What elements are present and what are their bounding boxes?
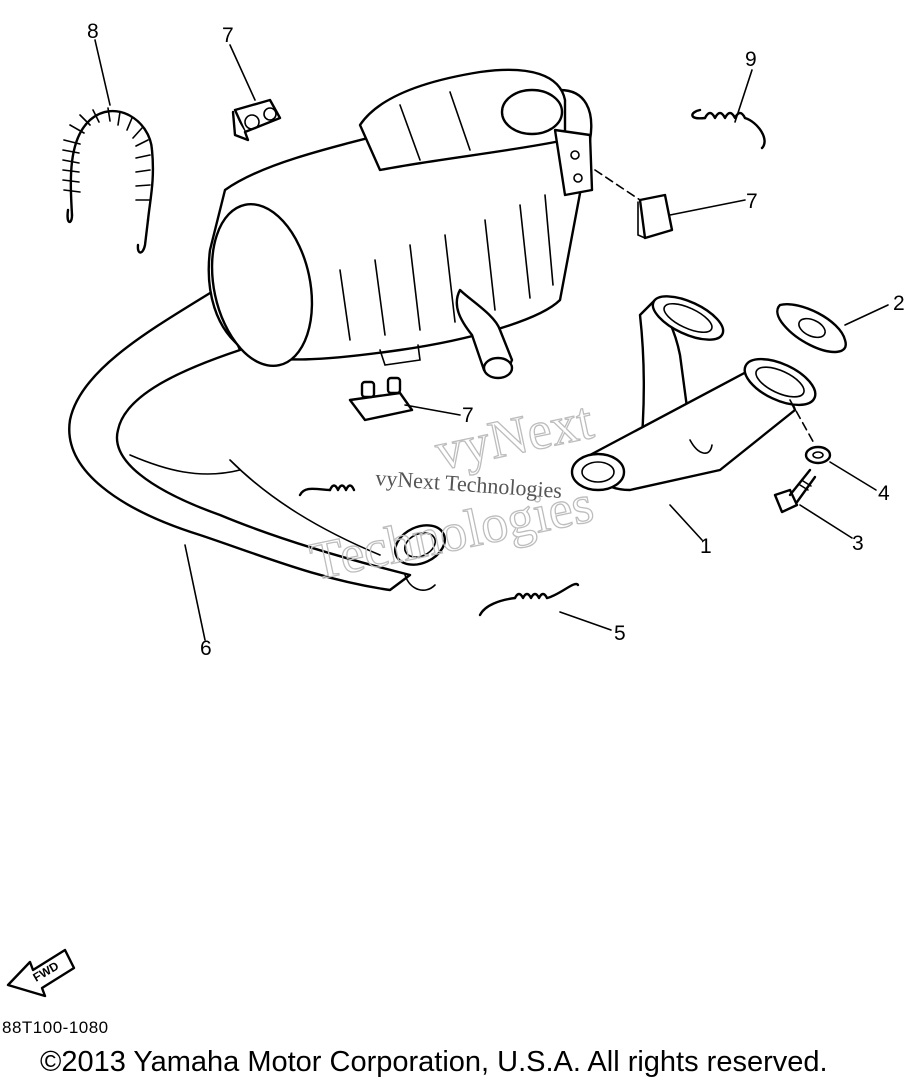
callout-3: 3 bbox=[852, 532, 864, 555]
copyright-notice: ©2013 Yamaha Motor Corporation, U.S.A. A… bbox=[40, 1046, 828, 1078]
callout-1: 1 bbox=[700, 535, 712, 558]
spring-part-5 bbox=[298, 484, 580, 617]
watermark: vyNext Technologies vyNext Technologies bbox=[304, 389, 599, 592]
diagram-part-code: 88T100-1080 bbox=[2, 1018, 109, 1037]
spring-part-8 bbox=[62, 107, 155, 254]
callout-7-top: 7 bbox=[222, 24, 234, 47]
leader-lines bbox=[94, 39, 889, 641]
callout-2: 2 bbox=[893, 292, 905, 315]
callout-7-bottom: 7 bbox=[462, 404, 474, 427]
washer-part-4 bbox=[804, 445, 832, 465]
bolt-part-3 bbox=[773, 468, 817, 514]
gasket-part-2 bbox=[776, 303, 847, 354]
muffler bbox=[207, 68, 594, 380]
damper-part-7 bbox=[231, 98, 674, 422]
callout-6: 6 bbox=[200, 637, 212, 660]
callout-9: 9 bbox=[745, 48, 757, 71]
callout-7-right: 7 bbox=[746, 190, 758, 213]
spring-part-9 bbox=[691, 108, 766, 150]
callout-5: 5 bbox=[614, 622, 626, 645]
callout-4: 4 bbox=[878, 482, 890, 505]
exhaust-joint-part-1 bbox=[570, 295, 817, 492]
forward-arrow-icon: FWD bbox=[6, 948, 76, 998]
exhaust-pipe-part-6 bbox=[68, 288, 446, 592]
callout-labels: 1 2 3 4 5 6 7 7 7 8 9 bbox=[87, 20, 905, 660]
callout-8: 8 bbox=[87, 20, 99, 43]
